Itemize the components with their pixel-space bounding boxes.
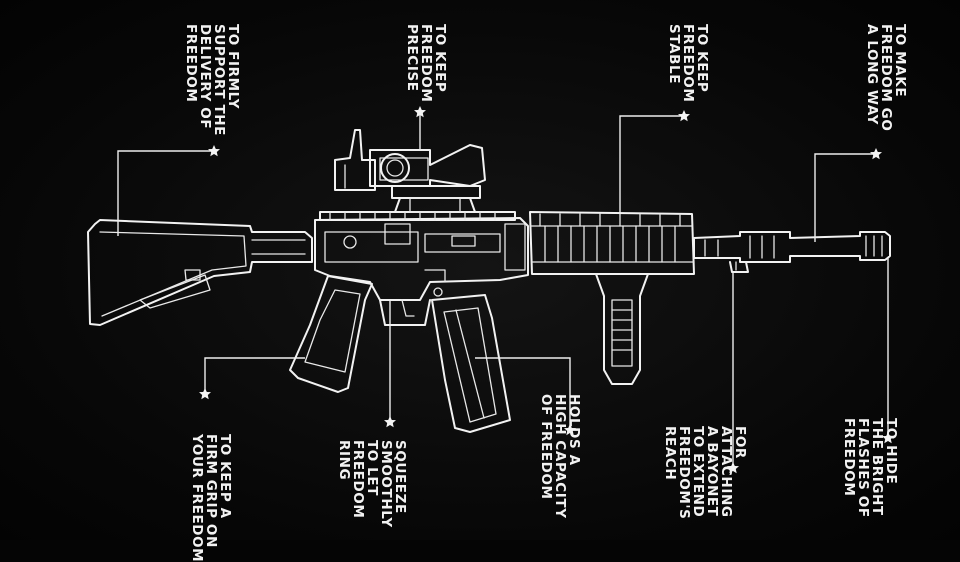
star-icon — [208, 145, 220, 156]
pistol-grip-label: TO KEEP A FIRM GRIP ON YOUR FREEDOM — [190, 434, 232, 562]
scope — [335, 130, 485, 212]
vertical-foregrip — [596, 274, 648, 384]
foregrip-label: TO KEEP FREEDOM STABLE — [667, 24, 709, 102]
rifle-diagram — [0, 0, 960, 540]
star-icon — [678, 110, 690, 121]
rifle-outline — [88, 130, 890, 432]
receiver — [315, 212, 528, 325]
callout-lines — [118, 112, 888, 466]
magazine — [432, 295, 510, 432]
handguard — [530, 212, 694, 274]
barrel-label: TO MAKE FREEDOM GO A LONG WAY — [865, 24, 907, 131]
stock-label: TO FIRMLY SUPPORT THE DELIVERY OF FREEDO… — [184, 24, 240, 136]
stock — [88, 220, 312, 325]
star-icon — [384, 416, 396, 427]
scope-label: TO KEEP FREEDOM PRECISE — [405, 24, 447, 102]
trigger-label: SQUEEZE SMOOTHLY TO LET FREEDOM RING — [337, 440, 407, 528]
magazine-label: HOLDS A HIGH CAPACITY OF FREEDOM — [539, 394, 581, 519]
diagram-canvas: TO FIRMLY SUPPORT THE DELIVERY OF FREEDO… — [0, 0, 960, 540]
pistol-grip — [290, 276, 372, 392]
bayonet-lug-label: FOR ATTACHING A BAYONET TO EXTEND FREEDO… — [663, 426, 747, 519]
barrel — [694, 232, 890, 272]
star-icon — [870, 148, 882, 159]
flash-hider-label: TO HIDE THE BRIGHT FLASHES OF FREEDOM — [842, 418, 898, 518]
star-icon — [199, 388, 211, 399]
